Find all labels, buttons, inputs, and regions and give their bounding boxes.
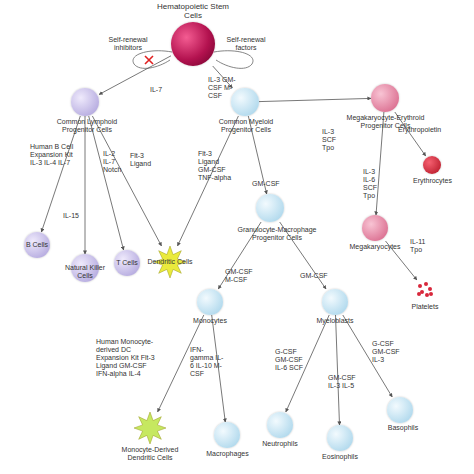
cytokine-label: GM-CSF M-CSF (225, 268, 255, 284)
cell-label: T Cells (107, 259, 147, 267)
cell-label: Dendritic Cells (146, 258, 194, 266)
cytokine-label: G-CSF GM-CSF IL-6 SCF (275, 348, 303, 372)
granulocyte-cell: Basophils (387, 397, 413, 423)
cell-label: Platelets (405, 303, 445, 311)
cytokine-label: IL-2 IL-7 Notch (103, 150, 125, 174)
cytokine-label: GM-CSF IL-3 IL-5 (328, 374, 356, 390)
cytokine-label: IL-15 (63, 212, 93, 220)
differentiation-arrow (89, 116, 124, 250)
self-renewal-loop (214, 51, 253, 69)
cytokine-label: IL-3 SCF Tpo (322, 128, 342, 152)
cytokine-label: Human Monocyte-derived DC Expansion Kit … (96, 338, 160, 378)
cell-label: Eosinophils (315, 453, 365, 461)
cell-label: Macrophages (200, 450, 255, 458)
platelet-cluster: Platelets (415, 280, 435, 300)
lymphoid-cell: B Cells (24, 232, 50, 258)
erythrocyte-cell: Erythrocytes (423, 156, 441, 174)
differentiation-arrow (85, 116, 86, 254)
progenitor-cell: Common Lymphoid Progenitor Cells (71, 88, 99, 116)
cell-label: Natural Killer Cells (62, 264, 108, 280)
cell-label: Myeloblasts (310, 317, 360, 325)
cell-shape (415, 280, 435, 300)
differentiation-arrow (336, 315, 340, 425)
cell-label: Basophils (378, 424, 428, 432)
cell-label: Erythrocytes (405, 177, 460, 185)
cytokine-label: IL-7 (150, 86, 180, 94)
progenitor-cell: Granulocyte-Macrophage Progenitor Cells (256, 194, 284, 222)
megakaryocyte-cell: Megakaryocytes (362, 215, 388, 241)
granulocyte-cell: Eosinophils (327, 425, 353, 451)
differentiation-arrow (178, 116, 239, 246)
cell-label: Monocyte-Derived Dendritic Cells (110, 446, 190, 462)
differentiation-arrow (92, 116, 161, 246)
cell-label: Granulocyte-Macrophage Progenitor Cells (222, 226, 332, 242)
cytokine-label: IL-3 GM-CSF M-CSF (208, 76, 242, 100)
cell-label: Monocytes (185, 317, 235, 325)
progenitor-cell: Megakaryocyte-Erythroid Progenitor Cells (371, 84, 399, 112)
cell-label: Megakaryocytes (345, 243, 405, 251)
cytokine-label: Human B Cell Expansion Kit IL-3 IL-4 IL-… (30, 143, 80, 167)
cytokine-label: IFN-gamma IL-6 IL-10 M-CSF (190, 346, 226, 378)
cell-label: B Cells (17, 241, 57, 249)
lymphoid-cell: T Cells (114, 250, 140, 276)
cytokine-label: G-CSF GM-CSF IL-3 (372, 340, 400, 364)
stem-cell: Hematopoietic Stem Cells (171, 22, 215, 66)
cell-label: Common Myeloid Progenitor Cells (210, 118, 282, 134)
myeloid-cell: Myeloblasts (322, 289, 348, 315)
progenitor-cell: Common Myeloid Progenitor Cells (231, 88, 259, 116)
cytokine-label: GM-CSF (300, 272, 330, 280)
myeloid-cell: Macrophages (214, 422, 240, 448)
inhibit-cross (145, 56, 153, 64)
differentiation-arrow (259, 98, 371, 101)
dendritic-cell: Monocyte-Derived Dendritic Cells (134, 412, 166, 444)
cytokine-label: GM-CSF (252, 180, 282, 188)
dendritic-cell: Dendritic Cells (154, 246, 186, 278)
note-label: Self-renewal factors (222, 36, 270, 52)
granulocyte-cell: Neutrophils (267, 412, 293, 438)
cell-label: Hematopoietic Stem Cells (148, 2, 238, 20)
cell-label: Neutrophils (255, 440, 305, 448)
cytokine-label: IL-3 IL-6 SCF Tpo (363, 168, 383, 200)
note-label: Self-renewal inhibitors (103, 36, 153, 52)
myeloid-cell: Monocytes (197, 289, 223, 315)
differentiation-arrow (286, 315, 329, 412)
cytokine-label: IL-11 Tpo (410, 238, 432, 254)
cytokine-label: Flt-3 Ligand (130, 152, 156, 168)
cytokine-label: Erythropoietin (398, 126, 458, 134)
cell-shape (134, 412, 166, 444)
cell-label: Common Lymphoid Progenitor Cells (52, 118, 122, 134)
cytokine-label: Flt-3 Ligand GM-CSF TNF-alpha (198, 150, 234, 182)
lymphoid-cell: Natural Killer Cells (71, 254, 99, 282)
